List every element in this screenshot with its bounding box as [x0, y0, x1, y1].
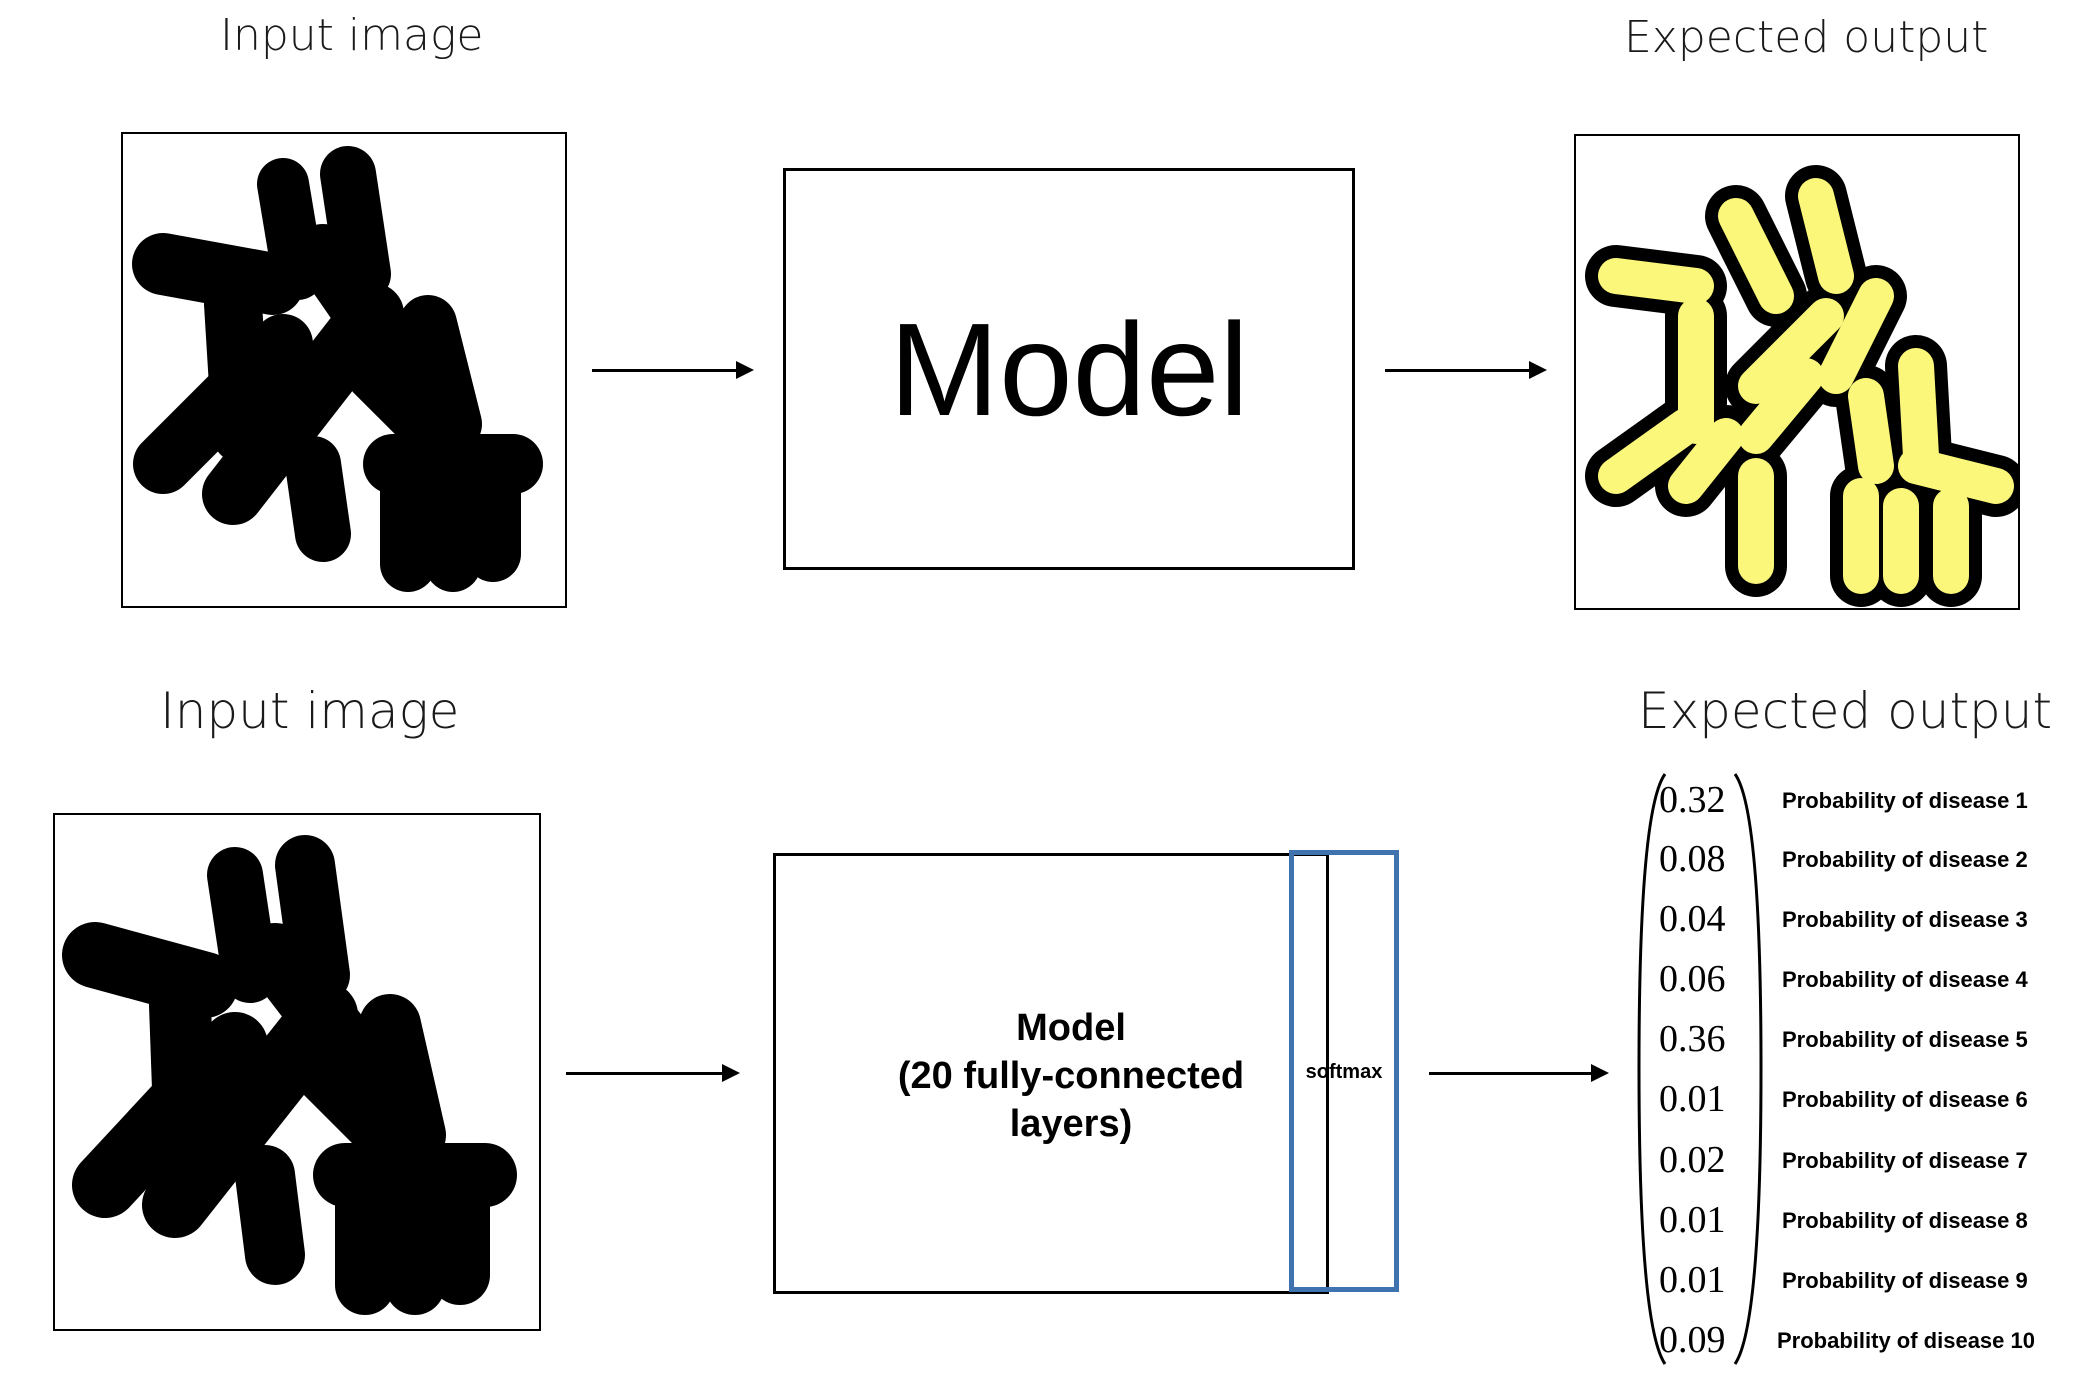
output-label: Probability of disease 1: [1782, 788, 2028, 813]
bottom-model-line-3: layers): [1009, 1103, 1133, 1145]
output-row: 0.01 Probability of disease 6: [1637, 1077, 2077, 1136]
top-input-image: [121, 132, 567, 608]
output-label: Probability of disease 9: [1782, 1268, 2028, 1293]
output-value: 0.01: [1659, 1078, 1726, 1120]
output-label: Probability of disease 2: [1782, 847, 2028, 872]
output-row: 0.04 Probability of disease 3: [1637, 897, 2077, 956]
output-value: 0.06: [1659, 958, 1726, 1000]
bottom-arrow-out: [1429, 1064, 1609, 1082]
output-row: 0.06 Probability of disease 4: [1637, 957, 2077, 1016]
output-value: 0.09: [1659, 1319, 1726, 1361]
top-arrow-in: [592, 361, 754, 379]
bottom-model-line-2: (20 fully-connected: [897, 1055, 1245, 1097]
output-label: Probability of disease 3: [1782, 907, 2028, 932]
bacteria-mask-image: [132, 146, 543, 592]
bottom-arrow-in: [566, 1064, 740, 1082]
top-arrow-out: [1385, 361, 1547, 379]
output-value: 0.36: [1659, 1018, 1726, 1060]
top-model-box: Model: [783, 168, 1355, 570]
output-label: Probability of disease 8: [1782, 1208, 2028, 1233]
output-label: Probability of disease 5: [1782, 1027, 2028, 1052]
output-label: Probability of disease 7: [1782, 1148, 2028, 1173]
bottom-input-label: Input image: [160, 682, 460, 740]
bottom-model-line-1: Model: [1016, 1007, 1126, 1049]
bottom-model-text: Model (20 fully-connected layers): [896, 1004, 1246, 1148]
output-row: 0.01 Probability of disease 9: [1637, 1258, 2077, 1317]
top-model-label: Model: [889, 295, 1249, 443]
output-row: 0.08 Probability of disease 2: [1637, 837, 2077, 896]
output-value: 0.02: [1659, 1139, 1726, 1181]
output-row: 0.02 Probability of disease 7: [1637, 1138, 2077, 1197]
output-label: Probability of disease 4: [1782, 967, 2028, 992]
output-label: Probability of disease 10: [1777, 1328, 2035, 1353]
vector-brackets: [1637, 773, 1763, 1365]
output-row: 0.01 Probability of disease 8: [1637, 1198, 2077, 1257]
top-input-label: Input image: [220, 10, 484, 61]
output-row: 0.36 Probability of disease 5: [1637, 1017, 2077, 1076]
output-value: 0.32: [1659, 779, 1726, 821]
segmented-cells-image: [1585, 165, 2018, 607]
softmax-layer-box: softmax: [1289, 850, 1399, 1292]
output-row: 0.09 Probability of disease 10: [1637, 1318, 2077, 1377]
output-value: 0.01: [1659, 1199, 1726, 1241]
bacteria-mask-image: [62, 835, 517, 1315]
top-output-label: Expected output: [1624, 12, 1989, 63]
output-value: 0.01: [1659, 1259, 1726, 1301]
softmax-label: softmax: [1305, 1061, 1383, 1083]
output-value: 0.04: [1659, 898, 1726, 940]
bottom-output-label: Expected output: [1638, 682, 2053, 740]
output-row: 0.32 Probability of disease 1: [1637, 778, 2077, 837]
bottom-model-box: Model (20 fully-connected layers): [773, 853, 1329, 1294]
output-label: Probability of disease 6: [1782, 1087, 2028, 1112]
output-value: 0.08: [1659, 838, 1726, 880]
bottom-input-image: [53, 813, 541, 1331]
top-output-image: [1574, 134, 2020, 610]
